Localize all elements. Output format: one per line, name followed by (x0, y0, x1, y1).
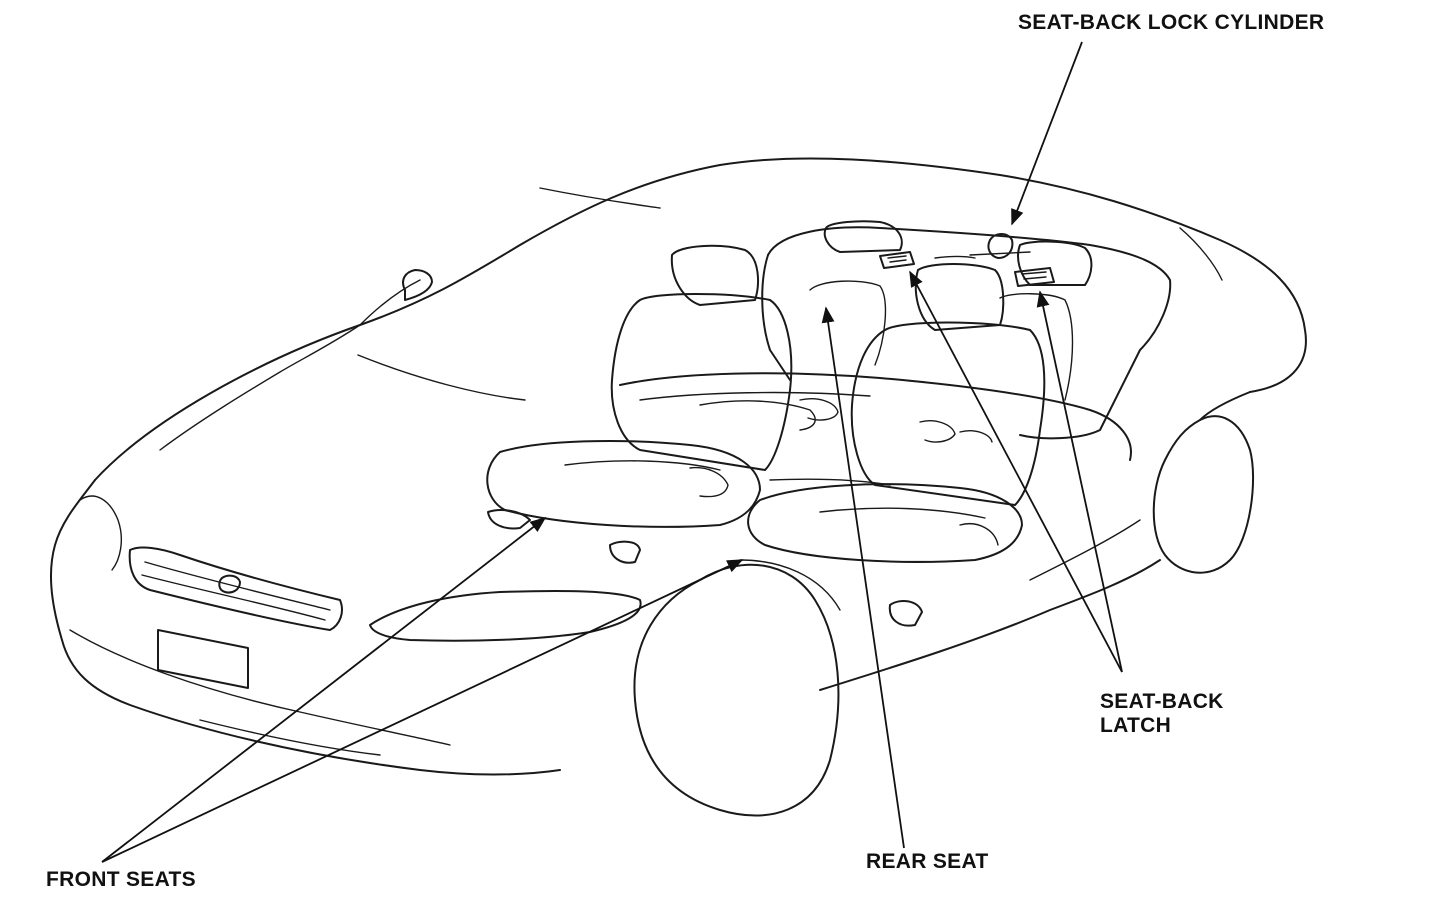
leader-rear-seat (821, 306, 905, 849)
label-front-seats: FRONT SEATS (46, 868, 196, 891)
leader-lock-cylinder (1011, 41, 1083, 226)
seat-back-latch-left (879, 251, 915, 269)
seat-back-lock-cylinder (934, 233, 1031, 259)
front-seat-left (486, 244, 793, 564)
label-seat-back-latch-line1: SEAT-BACK (1100, 690, 1224, 713)
label-seat-back-latch-line2: LATCH (1100, 714, 1172, 737)
car-body (49, 157, 1307, 817)
leader-latch (909, 270, 1123, 673)
seat-back-latch-right (1014, 267, 1055, 287)
rear-seat (619, 220, 1172, 486)
label-seat-back-latch: SEAT-BACK LATCH (1100, 690, 1224, 738)
front-seat-right (747, 263, 1046, 627)
label-rear-seat: REAR SEAT (866, 850, 989, 873)
label-seat-back-lock-cylinder: SEAT-BACK LOCK CYLINDER (1018, 11, 1325, 34)
leader-front-seats (101, 517, 744, 863)
